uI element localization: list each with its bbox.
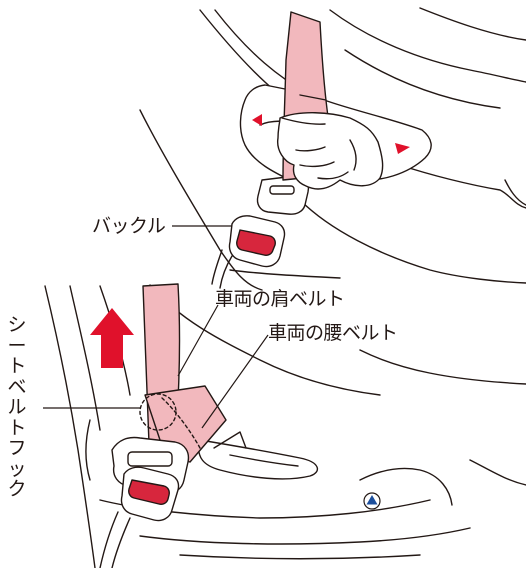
seat-shell-curve-3: [345, 50, 500, 108]
vehicle-seat-line-2: [300, 200, 526, 283]
caution-triangle-icon: [364, 493, 380, 509]
seat-base-curve-2: [140, 528, 470, 544]
shell-inner-curve-2: [360, 350, 526, 384]
lap-belt-label: 車両の腰ベルト: [268, 324, 398, 343]
buckle-bottom-strap: [100, 512, 118, 568]
buckle-strap: [212, 250, 222, 284]
shell-edge-left-1: [45, 286, 95, 568]
shoulder-belt-label: 車両の肩ベルト: [215, 290, 345, 309]
top-panel: [140, 8, 526, 290]
shell-foot: [86, 420, 90, 480]
seat-cushion-line: [400, 165, 526, 208]
buckle-strap-2: [220, 256, 232, 288]
seat-shell-curve-4: [420, 8, 526, 40]
vehicle-seat-line-3: [230, 270, 340, 278]
buckle-label: バックル: [92, 217, 165, 236]
buckle-bottom-strap-2: [112, 518, 130, 568]
belt-hook-label: シートベルトフック: [6, 315, 28, 500]
seat-shell-curve-2: [330, 10, 526, 82]
seat-base-curve-3: [180, 555, 420, 559]
lap-belt-leader-line: [202, 335, 268, 428]
seat-side-panel-2: [470, 460, 526, 485]
arrow-up-icon: [90, 308, 134, 368]
